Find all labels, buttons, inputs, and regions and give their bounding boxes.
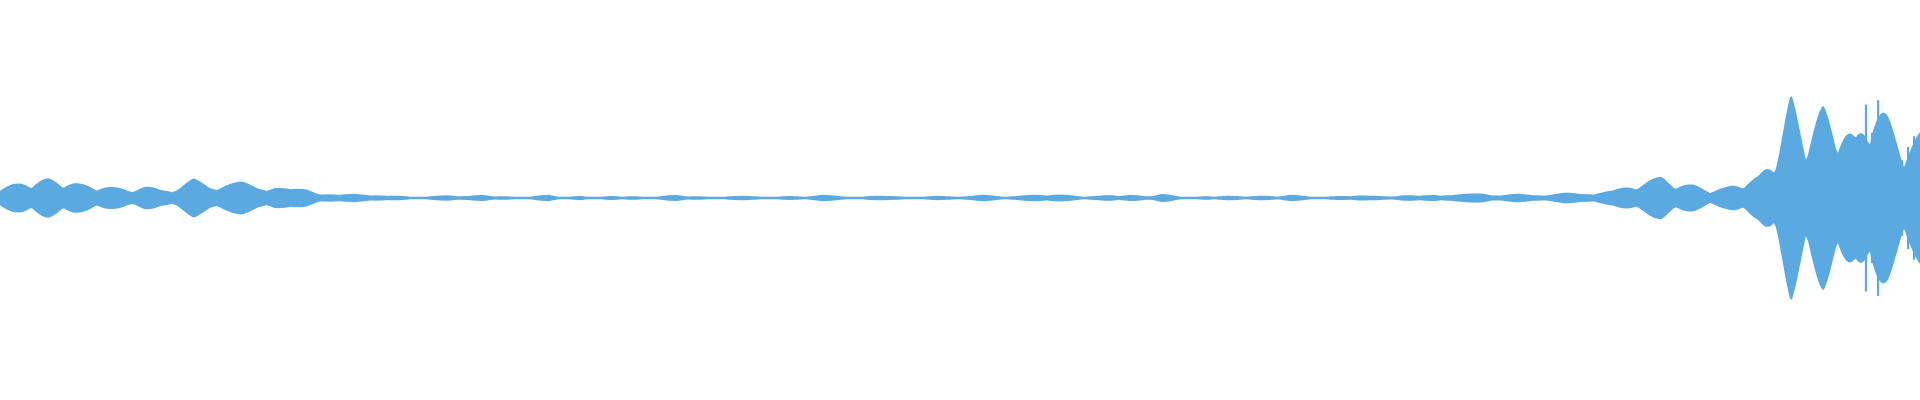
waveform-spike [1870, 132, 1874, 264]
waveform-spike [1889, 131, 1892, 265]
waveform-body [0, 96, 1920, 300]
waveform-envelope [0, 96, 1920, 300]
waveform-spike [1883, 129, 1886, 267]
waveform-spike [1864, 104, 1868, 292]
waveform-spike [1907, 147, 1910, 250]
waveform-spike [1852, 155, 1856, 241]
waveform-spike [1901, 160, 1904, 236]
waveform-spike [1913, 136, 1916, 260]
waveform-spike [1877, 100, 1880, 296]
waveform-spike [1895, 143, 1898, 253]
waveform-spike [1858, 142, 1862, 254]
